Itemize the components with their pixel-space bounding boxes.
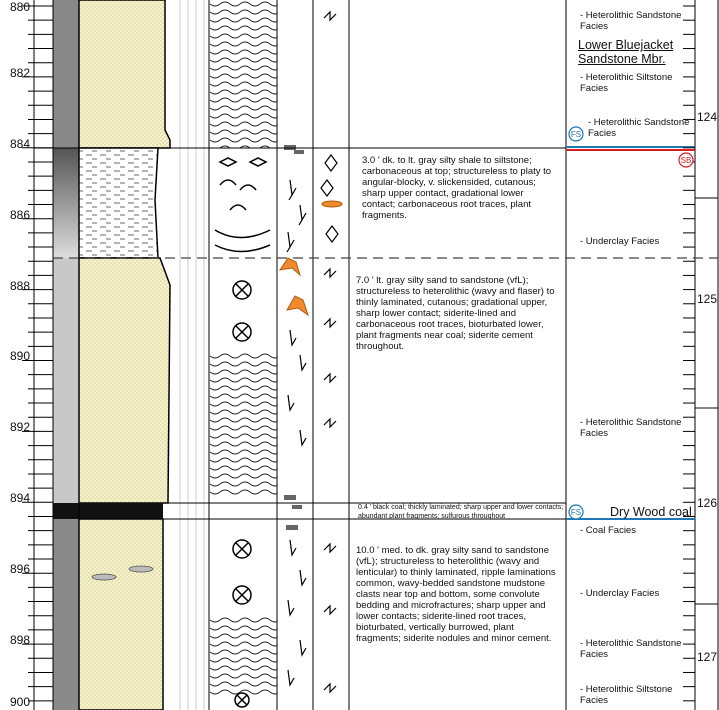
siderite-nodules: [278, 200, 343, 317]
description-shale: 3.0 ' dk. to lt. gray silty shale to sil…: [362, 155, 552, 221]
facies-label: - Heterolithic Sandstone Facies: [580, 638, 682, 660]
color-column-lower: [53, 519, 79, 710]
depth-label: 900: [9, 695, 30, 709]
depth-label: 896: [9, 562, 30, 576]
right-scale-label: 127: [697, 650, 718, 664]
depth-label: 882: [9, 66, 30, 80]
facies-label: - Heterolithic Siltstone Facies: [580, 72, 673, 94]
root-trace-symbols: [286, 179, 307, 687]
facies-label: - Heterolithic Sandstone Facies: [580, 10, 682, 32]
depth-label: 880: [9, 0, 30, 14]
right-scale-label: 126: [697, 496, 718, 510]
structures-middle: [210, 352, 277, 497]
fs-marker-lower: [568, 504, 584, 520]
color-column-sand: [53, 258, 79, 503]
facies-label: - Heterolithic Siltstone Facies: [580, 684, 673, 706]
depth-ticks: [22, 5, 53, 702]
description-sand: 7.0 ' lt. gray silty sand to sandstone (…: [356, 275, 555, 352]
description-lower-sand: 10.0 ' med. to dk. gray silty sand to sa…: [356, 545, 556, 644]
description-coal: 0.4 ' black coal; thickly laminated; sha…: [358, 504, 564, 520]
facies-label: - Heterolithic Sandstone Facies: [580, 417, 682, 439]
facies-label: - Heterolithic Sandstone Facies: [588, 117, 690, 139]
facies-label: - Underclay Facies: [580, 236, 660, 247]
structure-symbols: [214, 157, 271, 708]
depth-label: 888: [9, 279, 30, 293]
depth-label: 894: [9, 491, 30, 505]
fs-label-lower: FS: [571, 508, 581, 517]
right-scale-label: 125: [697, 292, 718, 306]
facies-ticks: [683, 5, 695, 702]
depth-label: 898: [9, 633, 30, 647]
lithology-column: [78, 0, 171, 710]
plant-fragments: [284, 145, 304, 530]
sb-label: SB: [681, 156, 692, 165]
depth-label: 892: [9, 420, 30, 434]
structures-upper: [210, 0, 277, 148]
facies-label: - Coal Facies: [580, 525, 636, 536]
coal-name: Dry Wood coal: [610, 505, 692, 519]
right-scale-label: 124: [697, 110, 718, 124]
color-column-coal: [53, 503, 79, 519]
column-dividers: [52, 0, 719, 710]
structures-lower: [210, 615, 277, 695]
color-column-shale: [53, 148, 79, 258]
grain-size-guides: [179, 0, 205, 710]
facies-label: - Underclay Facies: [580, 588, 660, 599]
member-name: Lower Bluejacket Sandstone Mbr.: [578, 38, 674, 66]
fs-marker-upper: [568, 126, 584, 142]
fs-label-upper: FS: [571, 130, 581, 139]
depth-label: 884: [9, 137, 30, 151]
sb-marker: [678, 152, 694, 168]
accessory-symbols: [320, 10, 339, 694]
depth-label: 890: [9, 349, 30, 363]
depth-label: 886: [9, 208, 30, 222]
